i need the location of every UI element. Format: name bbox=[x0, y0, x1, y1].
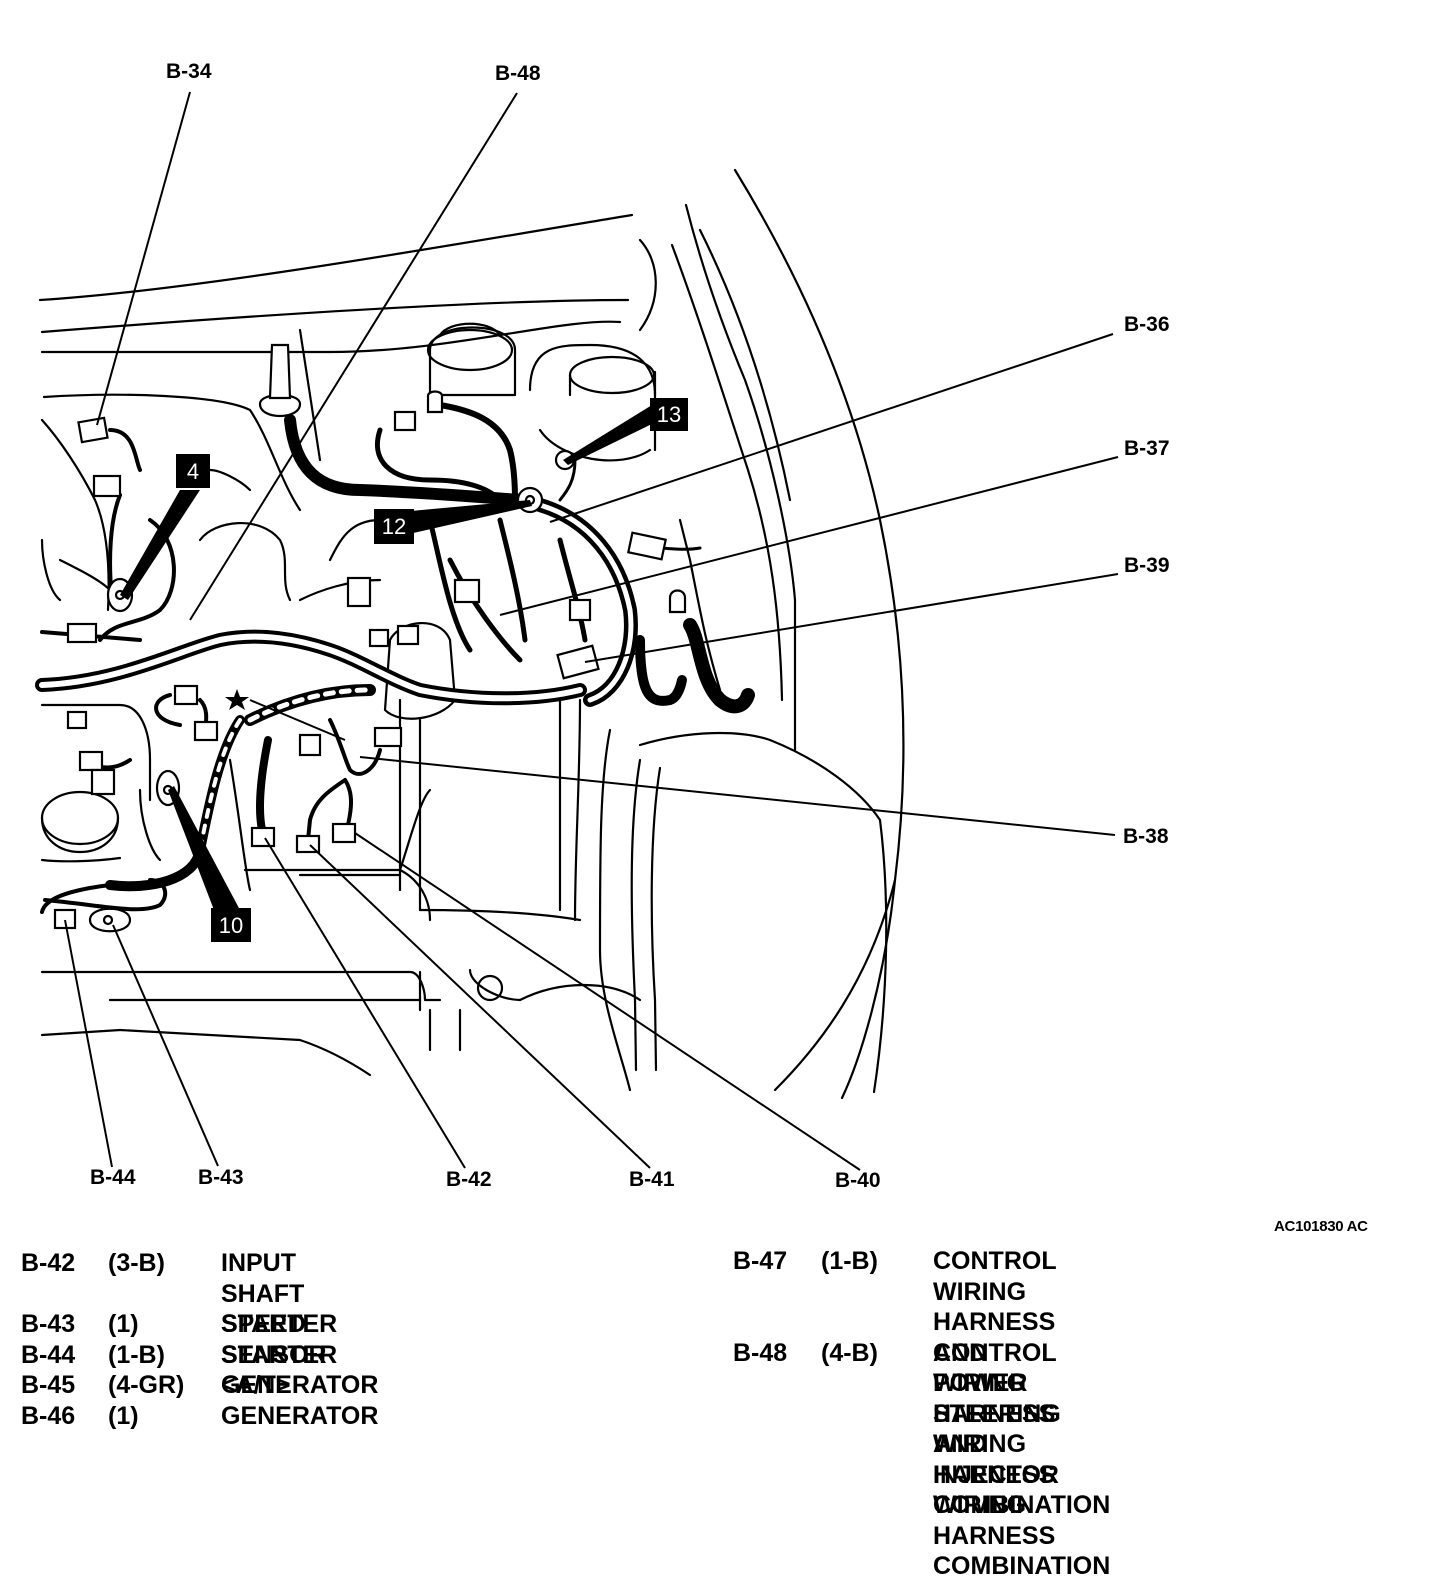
engine-harness-diagram: 4 10 12 13 B-34 B-48 B-36 B-37 B-39 B-38… bbox=[35, 60, 1170, 1192]
legend-desc: STARTER bbox=[221, 1310, 338, 1338]
ground-ref-10 bbox=[211, 908, 251, 942]
leader-lines bbox=[64, 91, 1119, 1171]
engine-bay-outline bbox=[38, 168, 905, 1100]
callout-b44: B-44 bbox=[90, 1166, 136, 1189]
callout-b38: B-38 bbox=[1123, 825, 1169, 848]
callout-b42: B-42 bbox=[446, 1168, 492, 1191]
figure-id: AC101830 AC bbox=[1274, 1218, 1368, 1235]
legend-pins: (4-GR) bbox=[108, 1371, 185, 1399]
callout-b34: B-34 bbox=[166, 60, 212, 83]
callout-b36: B-36 bbox=[1124, 313, 1170, 336]
legend-code: B-45 bbox=[21, 1371, 76, 1399]
legend-pins: (1) bbox=[108, 1401, 139, 1430]
ground-ref-boxes: 4 10 12 13 bbox=[176, 398, 688, 942]
legend-pins: (1-B) bbox=[821, 1247, 878, 1275]
legend-pins: (4-B) bbox=[821, 1338, 878, 1367]
callout-b41: B-41 bbox=[629, 1168, 675, 1191]
legend-code: B-43 bbox=[21, 1310, 76, 1338]
ground-ref-10-label: 10 bbox=[219, 913, 243, 938]
legend-desc: GENERATOR bbox=[221, 1371, 379, 1399]
callout-labels: B-34 B-48 B-36 B-37 B-39 B-38 B-40 B-41 … bbox=[90, 60, 1170, 1192]
legend-desc: CONTROL WIRING HARNESS AND INJECTOR WIRI… bbox=[933, 1338, 1111, 1581]
legend-desc: STARTER bbox=[221, 1340, 338, 1369]
callout-b48: B-48 bbox=[495, 62, 541, 85]
legend-desc: INPUT SHAFT SPEED SENSOR <A/T> bbox=[221, 1249, 327, 1399]
ground-ref-4 bbox=[176, 454, 210, 488]
callout-b37: B-37 bbox=[1124, 437, 1170, 460]
legend-pins: (3-B) bbox=[108, 1249, 165, 1277]
ground-ref-13-label: 13 bbox=[657, 402, 681, 427]
star-marker bbox=[225, 689, 249, 710]
callout-b40: B-40 bbox=[835, 1169, 881, 1192]
ground-ref-12-label: 12 bbox=[382, 514, 406, 539]
callout-b43: B-43 bbox=[198, 1166, 244, 1189]
ground-terminals bbox=[88, 343, 687, 933]
legend-code: B-42 bbox=[21, 1249, 76, 1277]
ground-ref-4-label: 4 bbox=[187, 459, 199, 484]
callout-b39: B-39 bbox=[1124, 554, 1170, 577]
legend-code: B-44 bbox=[21, 1340, 76, 1369]
ground-ref-12 bbox=[374, 509, 414, 544]
legend-pins: (1) bbox=[108, 1310, 139, 1338]
legend-desc: CONTROL WIRING HARNESS AND POWER STEERIN… bbox=[933, 1247, 1111, 1519]
legend-desc: GENERATOR bbox=[221, 1401, 379, 1430]
ground-wedges bbox=[120, 405, 660, 910]
legend-code: B-46 bbox=[21, 1401, 76, 1430]
legend-code: B-47 bbox=[733, 1247, 788, 1275]
ground-ref-13 bbox=[650, 398, 688, 431]
legend-pins: (1-B) bbox=[108, 1340, 165, 1369]
connectors bbox=[53, 410, 668, 930]
legend-code: B-48 bbox=[733, 1338, 788, 1367]
